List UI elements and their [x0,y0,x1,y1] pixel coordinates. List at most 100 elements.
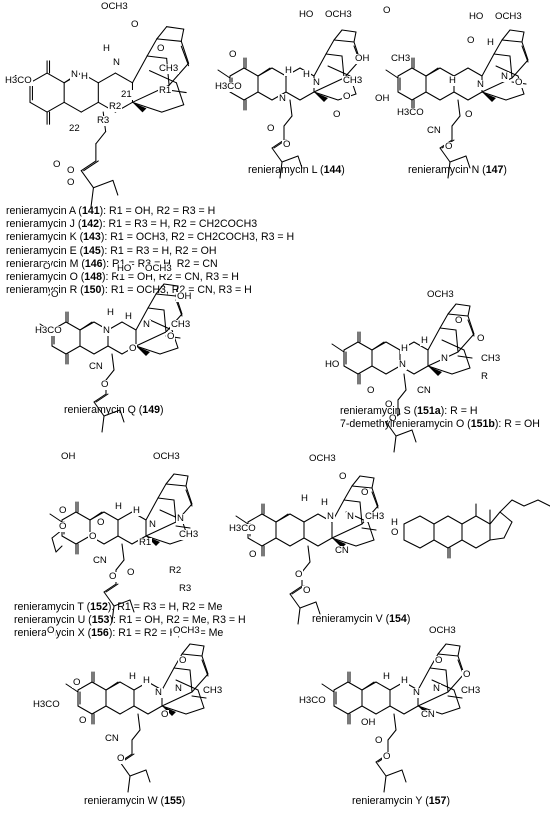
compound-number: 145 [83,244,101,257]
atom-label: H3CO [34,325,63,336]
atom-label: OCH3 [152,451,181,462]
steroid-bond [511,499,525,507]
atom-label: H3CO [228,523,257,534]
bond [439,147,451,163]
double-bond [175,525,191,529]
bond [279,161,283,179]
bond [131,55,148,84]
caption-line: 7-demethylrenieramycin O (151b): R = OH [340,418,540,431]
caption-text: renieramycin E ( [6,244,84,257]
atom-label: OCH3 [308,453,337,464]
atom-label: O [360,487,370,498]
steroid-bond [461,515,477,525]
skeletal-formula [39,283,183,433]
steroid-bond [403,539,421,549]
atom-label: O [108,571,118,582]
caption-text: renieramycin T ( [14,601,91,613]
compound-number: 146 [84,257,103,270]
bond [341,29,357,33]
atom-label: CN [416,385,432,396]
bond [501,39,523,43]
bond [101,415,105,433]
atom-label: H [284,65,293,76]
bond [411,91,427,101]
double-bond [371,341,385,351]
double-bond [425,67,439,77]
caption-line: renieramycin J (142): R1 = R3 = H, R2 = … [6,218,294,231]
bond [175,679,199,691]
bond [111,353,115,371]
bond [357,365,373,375]
bond [353,31,357,43]
bond [181,653,203,657]
bond [307,545,311,563]
atom-label: O [166,331,176,342]
bond [105,369,115,381]
caption-line: renieramycin A (141): R1 = OH, R2 = R3 =… [6,205,294,218]
bond [91,705,107,715]
bond [129,769,147,777]
atom-label: CN [420,709,436,720]
bond [397,67,413,77]
atom-label: O [52,159,62,170]
caption-line: renieramycin E (145): R1 = R3 = H, R2 = … [6,245,294,258]
bond [165,483,187,487]
skeletal-formula [65,643,209,793]
caption-text: ): R1 = R3 = H, R2 = OH [100,244,217,257]
bond [313,77,345,93]
bond [403,373,407,391]
steroid-bond [403,515,421,525]
atom-label: N [412,687,421,698]
bond [411,67,427,77]
methylenedioxy-bond [55,545,63,553]
wedge-bond [332,538,346,548]
steroid-bond [499,499,513,513]
atom-label: OH [60,451,77,462]
atom-label: H [420,335,429,346]
bond [137,713,141,731]
atom-label: H [80,71,89,82]
bond [439,67,455,77]
caption-text: ) [341,164,345,176]
bond [357,341,373,351]
bond [261,537,277,547]
bond [343,499,361,503]
atom-label: N [346,511,355,522]
bond [155,283,165,295]
bond [397,389,407,401]
bond [156,38,182,42]
bond [77,681,93,691]
compound-number: 151a [417,405,441,417]
bond [281,155,299,163]
bond [46,72,65,84]
bond [351,485,373,489]
bond [119,705,135,715]
bond [156,26,168,40]
atom-label: R1 [138,537,153,548]
bond [146,55,168,59]
atom-label: 22 [68,123,81,134]
atom-label: H [142,675,151,686]
caption-text: ) [159,404,164,416]
bond [341,55,345,79]
compound-number: 156 [91,627,109,640]
bond [147,293,157,309]
bond [453,91,469,101]
atom-label: N [70,69,79,80]
bond [313,91,339,101]
bond [243,67,259,77]
wedge-bond [136,346,150,356]
double-bond [321,683,335,693]
atom-label: O [338,471,348,482]
atom-label: O [248,549,258,560]
bond [375,705,391,715]
skeletal-formula [321,643,465,793]
atom-label: CN [92,555,108,566]
bond [131,101,163,113]
